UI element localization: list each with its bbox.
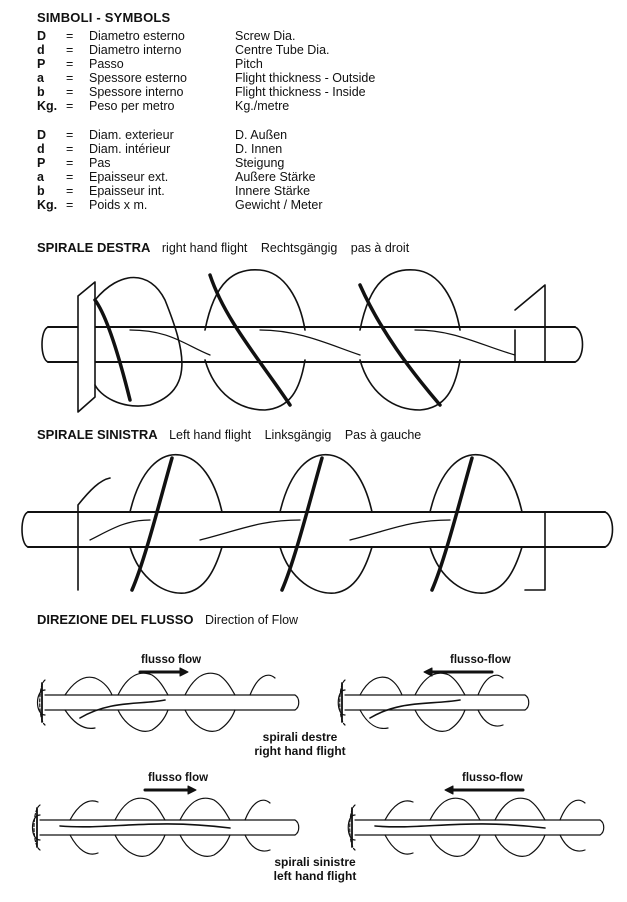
flow-translation: Direction of Flow — [204, 613, 299, 627]
symbol: a — [37, 170, 44, 184]
equals-sign: = — [66, 128, 74, 142]
left-hand-heading: SPIRALE SINISTRA Left hand flight Linksg… — [37, 427, 431, 442]
italian-term: Spessore esterno — [89, 71, 187, 85]
symbol: P — [37, 156, 46, 170]
symbol: d — [37, 43, 45, 57]
flow-label-left-hand-2: flusso-flow — [462, 772, 523, 784]
right-hand-screw-illustration — [41, 269, 584, 413]
equals-sign: = — [66, 170, 74, 184]
symbol: D — [37, 128, 47, 142]
french-term: Epaisseur ext. — [89, 170, 169, 184]
italian-term: Spessore interno — [89, 85, 184, 99]
caption-left-hand-line2: left hand flight — [273, 869, 357, 883]
right-hand-translation-de: Rechtsgängig — [260, 241, 338, 255]
italian-term: Diametro interno — [89, 43, 182, 57]
flow-arrow-right-1 — [138, 667, 189, 677]
left-hand-translation-de: Linksgängig — [264, 428, 332, 442]
small-left-hand-screw-2 — [347, 797, 605, 857]
english-term: Kg./metre — [235, 99, 290, 113]
flow-label-right-hand-1: flusso flow — [141, 654, 202, 666]
flow-arrow-left-2 — [444, 785, 525, 795]
german-term: Innere Stärke — [235, 184, 311, 198]
italian-term: Passo — [89, 57, 124, 71]
flow-arrow-right-2 — [143, 785, 197, 795]
french-term: Epaisseur int. — [89, 184, 165, 198]
german-term: Gewicht / Meter — [235, 198, 323, 212]
flow-label-left-hand-1: flusso flow — [148, 772, 209, 784]
equals-sign: = — [66, 198, 74, 212]
symbol: Kg. — [37, 99, 58, 113]
page-title: SIMBOLI - SYMBOLS — [37, 10, 171, 25]
symbol: P — [37, 57, 46, 71]
english-term: Flight thickness - Inside — [235, 85, 366, 99]
italian-term: Diametro esterno — [89, 29, 185, 43]
symbol: b — [37, 85, 45, 99]
right-hand-translation-en: right hand flight — [161, 241, 248, 255]
right-hand-translation-fr: pas à droit — [350, 241, 410, 255]
left-hand-screw-illustration — [21, 453, 614, 594]
symbol: a — [37, 71, 44, 85]
small-right-hand-screw-2 — [337, 672, 530, 732]
equals-sign: = — [66, 99, 74, 113]
caption-right-hand-line1: spirali destre — [262, 730, 338, 744]
equals-sign: = — [66, 156, 74, 170]
english-term: Flight thickness - Outside — [235, 71, 376, 85]
small-right-hand-screw-1 — [36, 672, 300, 732]
symbol: Kg. — [37, 198, 58, 212]
french-term: Poids x m. — [89, 198, 148, 212]
right-hand-title: SPIRALE DESTRA — [37, 240, 151, 255]
english-term: Pitch — [235, 57, 263, 71]
equals-sign: = — [66, 29, 74, 43]
symbol: d — [37, 142, 45, 156]
german-term: D. Innen — [235, 142, 283, 156]
german-term: D. Außen — [235, 128, 288, 142]
left-hand-translation-en: Left hand flight — [169, 428, 252, 442]
french-term: Pas — [89, 156, 111, 170]
right-hand-heading: SPIRALE DESTRA right hand flight Rechtsg… — [37, 240, 419, 255]
left-hand-title: SPIRALE SINISTRA — [37, 427, 158, 442]
symbol: D — [37, 29, 47, 43]
flow-label-right-hand-2: flusso-flow — [450, 654, 511, 666]
italian-term: Peso per metro — [89, 99, 175, 113]
flow-title: DIREZIONE DEL FLUSSO — [37, 612, 194, 627]
english-term: Screw Dia. — [235, 29, 296, 43]
small-left-hand-screw-1 — [31, 797, 300, 857]
symbol: b — [37, 184, 45, 198]
french-term: Diam. intérieur — [89, 142, 171, 156]
equals-sign: = — [66, 57, 74, 71]
equals-sign: = — [66, 43, 74, 57]
caption-right-hand-line2: right hand flight — [254, 744, 346, 758]
caption-left-hand-line1: spirali sinistre — [274, 855, 356, 869]
caption-right-hand: spirali destre right hand flight — [240, 730, 360, 758]
caption-left-hand: spirali sinistre left hand flight — [255, 855, 375, 883]
english-term: Centre Tube Dia. — [235, 43, 330, 57]
equals-sign: = — [66, 142, 74, 156]
left-hand-translation-fr: Pas à gauche — [344, 428, 422, 442]
flow-arrow-left-1 — [423, 667, 494, 677]
equals-sign: = — [66, 184, 74, 198]
french-term: Diam. exterieur — [89, 128, 174, 142]
equals-sign: = — [66, 85, 74, 99]
german-term: Steigung — [235, 156, 285, 170]
flow-heading: DIREZIONE DEL FLUSSO Direction of Flow — [37, 612, 298, 627]
equals-sign: = — [66, 71, 74, 85]
german-term: Außere Stärke — [235, 170, 316, 184]
